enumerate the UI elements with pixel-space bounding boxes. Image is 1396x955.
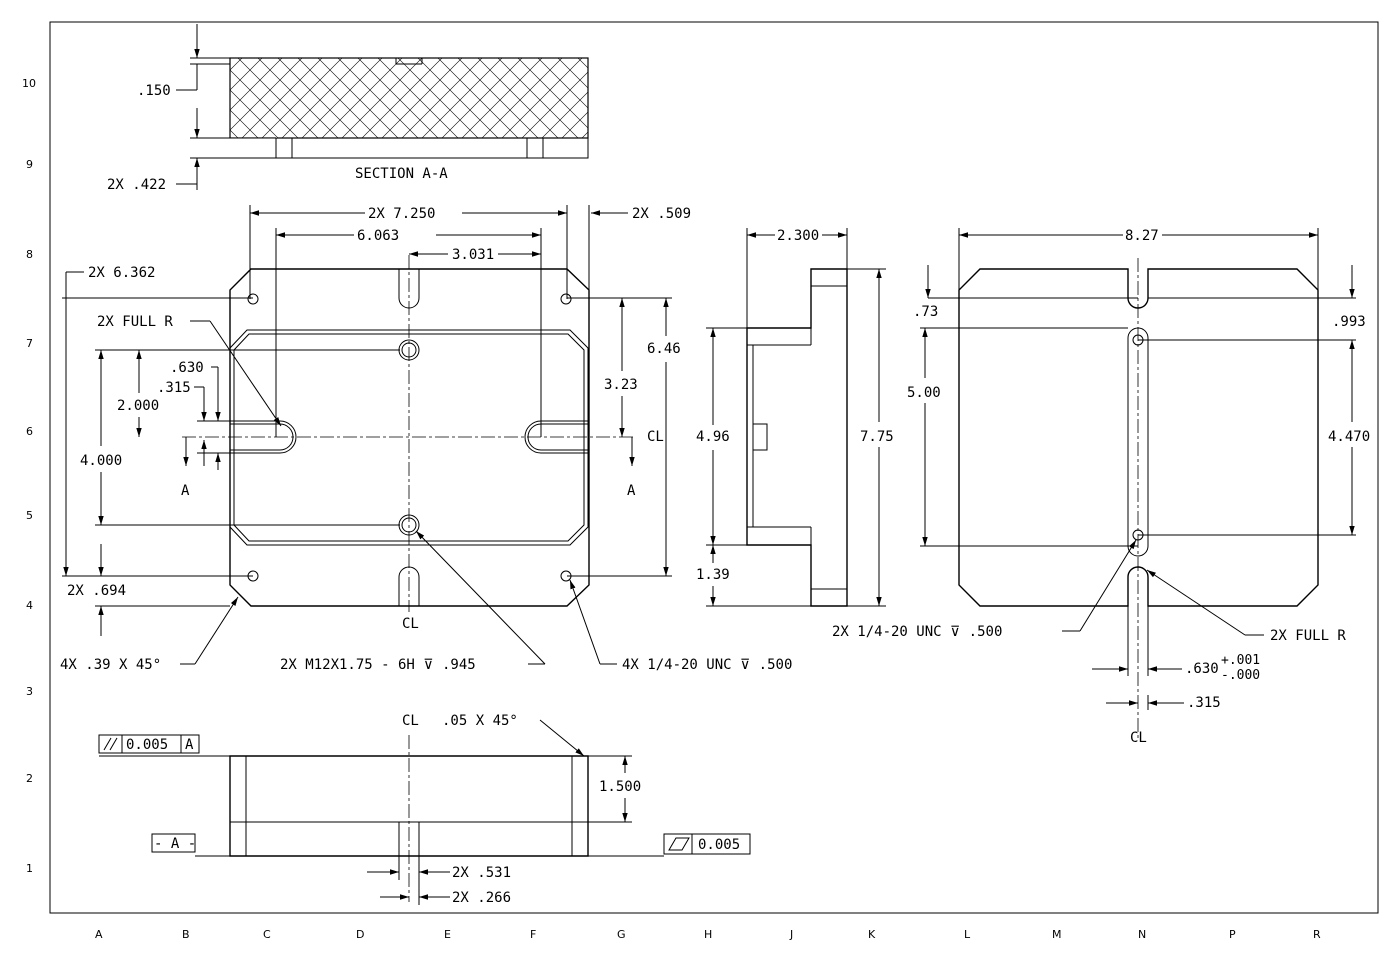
col-label: R (1313, 928, 1321, 941)
dim-3031: 3.031 (452, 247, 494, 263)
col-label: P (1229, 928, 1236, 941)
dim-315: .315 (1187, 695, 1221, 711)
dim-6362: 2X 6.362 (88, 265, 155, 281)
flatness-tol: 0.005 (698, 837, 740, 853)
dim-266: 2X .266 (452, 890, 511, 906)
col-label: J (789, 928, 793, 941)
dim-73: .73 (913, 304, 938, 320)
section-title: SECTION A-A (355, 166, 448, 182)
grid-col-labels: A B C D E F G H J K L M N P R (95, 928, 1321, 941)
side-view: 2.300 4.96 1.39 7.75 (696, 228, 894, 607)
section-view: .150 2X .422 SECTION A-A (107, 24, 589, 193)
dim-2000: 2.000 (117, 398, 159, 414)
chamfer-label: 4X .39 X 45° (60, 657, 161, 673)
section-marker-left: A (181, 483, 190, 499)
dim-630: .630 (170, 360, 204, 376)
right-view: 8.27 .73 .993 5.00 4.470 2X 1/4-20 UNC ⊽… (832, 228, 1370, 746)
dim-500: 5.00 (907, 385, 941, 401)
row-label: 2 (26, 772, 33, 785)
col-label: E (444, 928, 451, 941)
full-r-label: 2X FULL R (1270, 628, 1346, 644)
row-label: 7 (26, 337, 33, 350)
row-label: 6 (26, 425, 33, 438)
col-label: D (356, 928, 364, 941)
dim-2300: 2.300 (777, 228, 819, 244)
dim-496: 4.96 (696, 429, 730, 445)
col-label: H (704, 928, 712, 941)
dim-509: 2X .509 (632, 206, 691, 222)
parallel-tol: 0.005 (126, 737, 168, 753)
tap-label: 2X 1/4-20 UNC ⊽ .500 (832, 624, 1002, 640)
dim-4470: 4.470 (1328, 429, 1370, 445)
dim-6063: 6.063 (357, 228, 399, 244)
tol-minus: -.000 (1221, 668, 1260, 683)
centerline-label: CL (402, 713, 419, 729)
dim-993: .993 (1332, 314, 1366, 330)
tol-plus: +.001 (1221, 653, 1260, 668)
centerline-label: CL (1130, 730, 1147, 746)
col-label: C (263, 928, 271, 941)
dim-150: .150 (137, 83, 171, 99)
col-label: F (530, 928, 536, 941)
col-label: B (182, 928, 190, 941)
col-label: A (95, 928, 103, 941)
front-view: CL .05 X 45° 0.005 A - A - 0.005 1.500 (98, 713, 751, 906)
dim-646: 6.46 (647, 341, 681, 357)
parallel-ref: A (185, 737, 194, 753)
row-label: 8 (26, 248, 33, 261)
col-label: G (617, 928, 626, 941)
dim-531: 2X .531 (452, 865, 511, 881)
full-r-label: 2X FULL R (97, 314, 173, 330)
centerline-bottom: CL (402, 616, 419, 632)
dim-422: 2X .422 (107, 177, 166, 193)
row-label: 5 (26, 509, 33, 522)
chamfer-label: .05 X 45° (442, 713, 518, 729)
dim-4000: 4.000 (80, 453, 122, 469)
dim-630: .630 (1185, 661, 1219, 677)
tap-quarter-label: 4X 1/4-20 UNC ⊽ .500 (622, 657, 792, 673)
top-view: 2X 7.250 6.063 3.031 2X .509 2X 6.362 4.… (60, 205, 792, 673)
dim-315: .315 (157, 380, 191, 396)
grid-row-labels: 10 9 8 7 6 5 4 3 2 1 (22, 77, 36, 875)
dim-7250: 2X 7.250 (368, 206, 435, 222)
col-label: M (1052, 928, 1062, 941)
datum-label: - A - (154, 836, 196, 852)
tap-m12-label: 2X M12X1.75 - 6H ⊽ .945 (280, 657, 476, 673)
row-label: 10 (22, 77, 36, 90)
dim-323: 3.23 (604, 377, 638, 393)
row-label: 4 (26, 599, 33, 612)
col-label: K (868, 928, 876, 941)
col-label: N (1138, 928, 1146, 941)
row-label: 3 (26, 685, 33, 698)
col-label: L (964, 928, 971, 941)
centerline-label: CL (647, 429, 664, 445)
dim-1500: 1.500 (599, 779, 641, 795)
flatness-frame (663, 833, 751, 855)
row-label: 9 (26, 158, 33, 171)
parallelism-frame (98, 734, 200, 754)
dim-694: 2X .694 (67, 583, 126, 599)
dim-139: 1.39 (696, 567, 730, 583)
row-label: 1 (26, 862, 33, 875)
dim-827: 8.27 (1125, 228, 1159, 244)
datum-frame (151, 833, 196, 853)
section-marker-right: A (627, 483, 636, 499)
dim-775: 7.75 (860, 429, 894, 445)
